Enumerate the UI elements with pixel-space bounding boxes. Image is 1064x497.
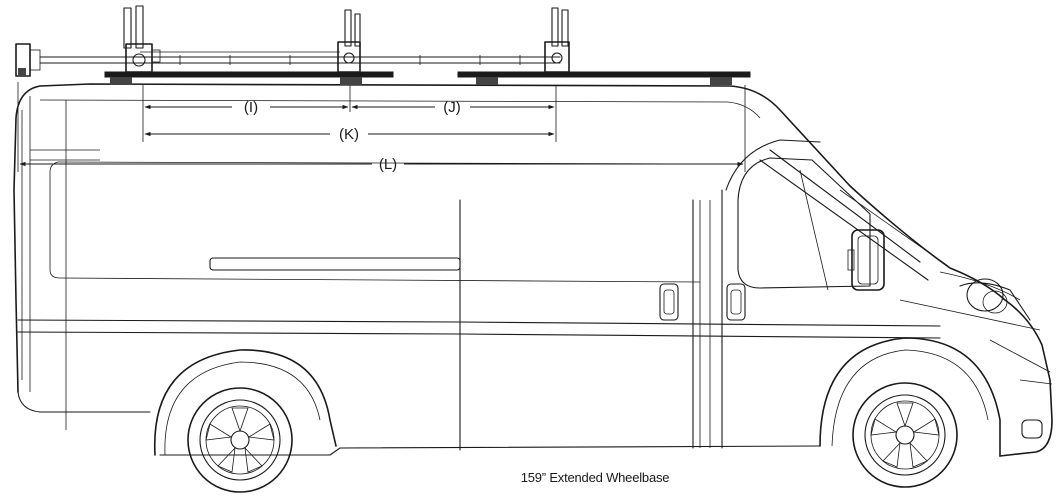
dimension-label-j: (J) (443, 99, 461, 116)
rack-clamp-1 (123, 5, 161, 73)
wheelbase-caption: 159” Extended Wheelbase (521, 470, 670, 485)
dimension-label-i: (I) (244, 99, 258, 116)
dimension-lines (17, 82, 746, 172)
van-body (13, 83, 1053, 457)
dimension-label-k: (K) (339, 126, 359, 143)
rear-wheel (187, 387, 293, 493)
roof-rail-rear (104, 71, 394, 78)
rack-clamp-3 (544, 7, 570, 73)
ladder-rack (15, 5, 751, 85)
dimension-label-l: (L) (379, 156, 397, 173)
rack-clamp-2 (337, 9, 361, 73)
roof-rail-front (457, 71, 751, 78)
front-wheel (852, 382, 958, 488)
